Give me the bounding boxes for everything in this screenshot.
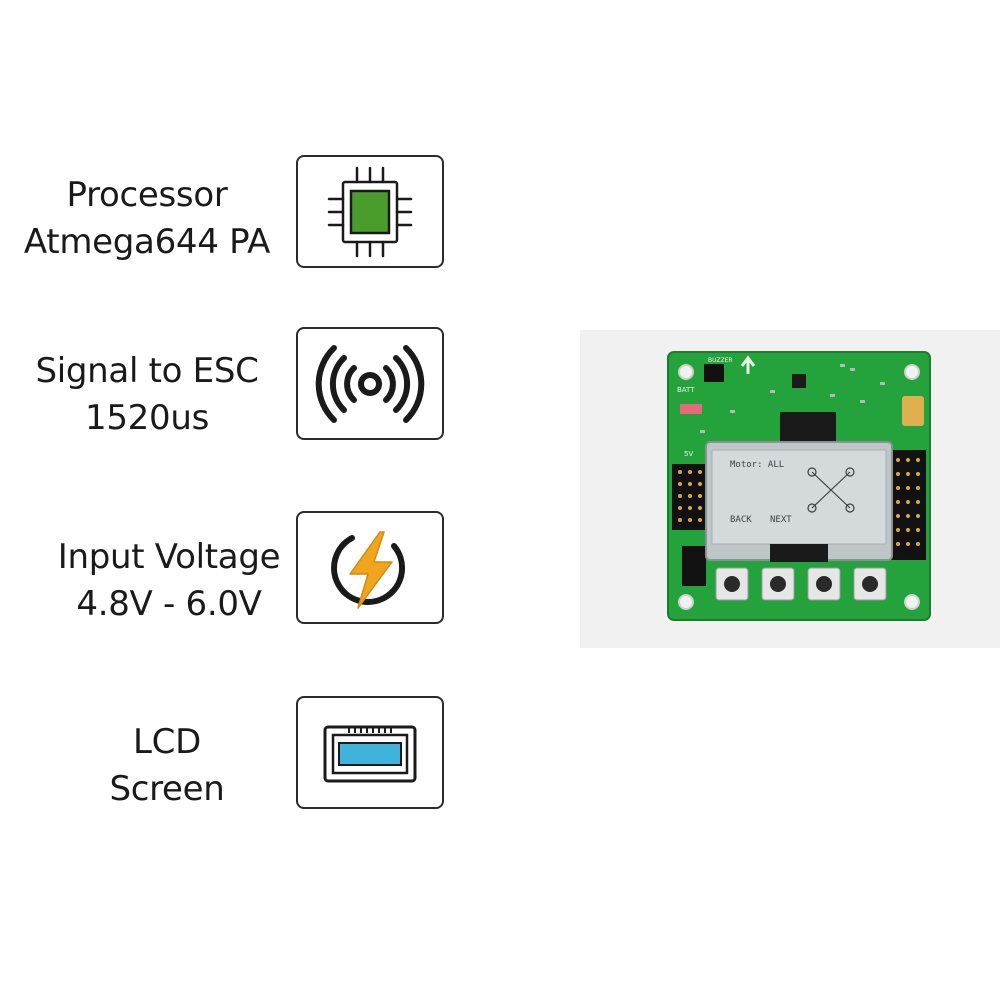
silk-5v: 5V (684, 450, 693, 458)
push-buttons (715, 567, 887, 601)
product-photo: BUZZER BATT 5V (580, 330, 1000, 648)
lcd-value: Screen (109, 769, 225, 809)
quad-x-diagram (807, 467, 855, 513)
flight-controller-board: BUZZER BATT 5V (667, 351, 931, 621)
mounting-hole (678, 594, 694, 610)
lcd-label: LCD Screen (22, 719, 312, 813)
signal-label: Signal to ESC 1520us (2, 348, 292, 442)
signal-icon-box (296, 327, 444, 440)
mounting-hole (904, 364, 920, 380)
silk-batt: BATT (677, 386, 695, 394)
lightning-bolt-icon (331, 530, 406, 609)
lcd-back-text: BACK (730, 515, 752, 525)
signal-value: 1520us (85, 398, 209, 438)
mounting-hole (904, 594, 920, 610)
voltage-label: Input Voltage 4.8V - 6.0V (24, 534, 314, 628)
lcd-screen-icon (323, 725, 417, 782)
cpu-chip-icon (327, 166, 413, 257)
lcd-title-text: Motor: ALL (730, 460, 784, 470)
processor-label: Processor Atmega644 PA (2, 172, 292, 266)
silk-buzzer: BUZZER (708, 357, 733, 364)
processor-icon-box (296, 155, 444, 268)
lcd-display (711, 449, 887, 545)
lcd-title: LCD (133, 722, 201, 762)
mounting-hole (678, 364, 694, 380)
voltage-title: Input Voltage (57, 537, 281, 577)
lcd-icon-box (296, 696, 444, 809)
processor-value: Atmega644 PA (23, 222, 271, 262)
voltage-value: 4.8V - 6.0V (76, 584, 262, 624)
mcu-chip (780, 412, 836, 442)
signal-title: Signal to ESC (35, 351, 259, 391)
signal-broadcast-icon (315, 344, 425, 423)
lcd-next-text: NEXT (770, 515, 792, 525)
voltage-icon-box (296, 511, 444, 624)
processor-title: Processor (66, 175, 228, 215)
